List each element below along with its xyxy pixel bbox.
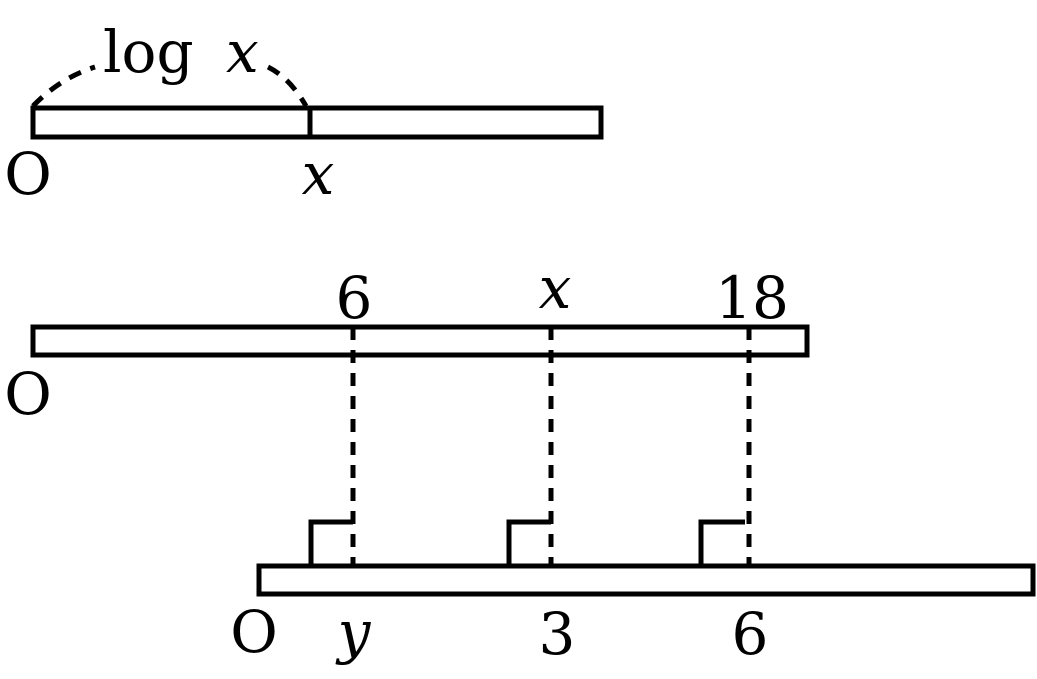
top-rule-bar [30, 105, 604, 140]
bottom-mark-label-y: y [335, 598, 372, 666]
middle-mark-label-18: 18 [715, 264, 789, 332]
log-arc-left [31, 64, 96, 108]
top-rule-mark-label: x [302, 140, 335, 208]
top-rule-origin-label: O [4, 140, 52, 208]
middle-rule: 6 x 18 O [4, 254, 810, 428]
bottom-mark-label-6: 6 [732, 600, 769, 668]
top-rule: log x O x [4, 18, 604, 208]
middle-rule-origin-label: O [4, 360, 52, 428]
bottom-mark-label-3: 3 [539, 600, 576, 668]
alignment-lines [350, 327, 752, 566]
bottom-rule-origin-label: O [230, 598, 278, 666]
middle-rule-bar [30, 324, 810, 358]
middle-mark-label-x: x [539, 254, 572, 322]
bracket-3 [506, 519, 551, 566]
log-arc-right [266, 64, 309, 108]
middle-mark-label-6: 6 [336, 264, 373, 332]
bracket-6 [698, 519, 745, 566]
log-annotation: log x [103, 18, 259, 86]
bottom-rule-bar [256, 563, 1036, 597]
bottom-rule: O y 3 6 [230, 519, 1036, 668]
bracket-y [308, 519, 353, 566]
